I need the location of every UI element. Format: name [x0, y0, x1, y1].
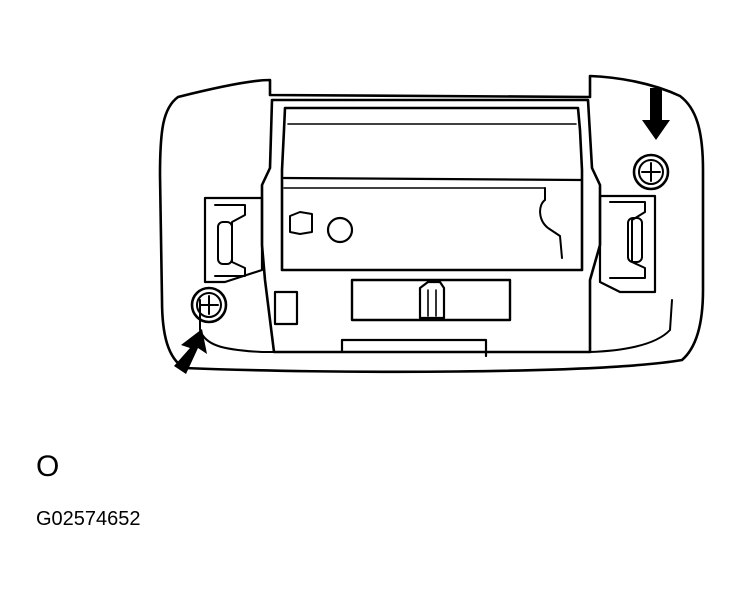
tray-latch-left: [289, 211, 313, 235]
lamp-housing-inner-rim-right: [589, 299, 673, 353]
lens-tray: [280, 106, 584, 272]
lamp-housing-inner-rim: [199, 299, 276, 353]
figure-id: G02574652: [36, 508, 141, 530]
bulb-bracket-right-clip: [609, 201, 646, 279]
bottom-tab: [340, 338, 488, 358]
screw-icon: [632, 153, 670, 191]
lens-tray-rail: [282, 176, 584, 182]
bulb-left: [217, 221, 233, 265]
bulb-bracket-left: [203, 196, 264, 284]
arrow-icon: [642, 88, 670, 140]
bulb-bracket-left-clip: [214, 204, 246, 277]
tray-button: [326, 216, 354, 244]
small-tab: [273, 290, 299, 326]
bulb-right: [627, 217, 643, 263]
switch-panel: [350, 278, 512, 322]
switch-knob: [418, 280, 446, 320]
screw-icon: [190, 286, 228, 324]
tray-latch-right: [539, 187, 563, 259]
lens-frame: [260, 98, 602, 354]
lamp-housing-outline: [158, 74, 705, 374]
callout-letter: O: [36, 450, 60, 483]
bulb-bracket-right: [598, 194, 657, 294]
arrow-icon: [174, 329, 207, 374]
